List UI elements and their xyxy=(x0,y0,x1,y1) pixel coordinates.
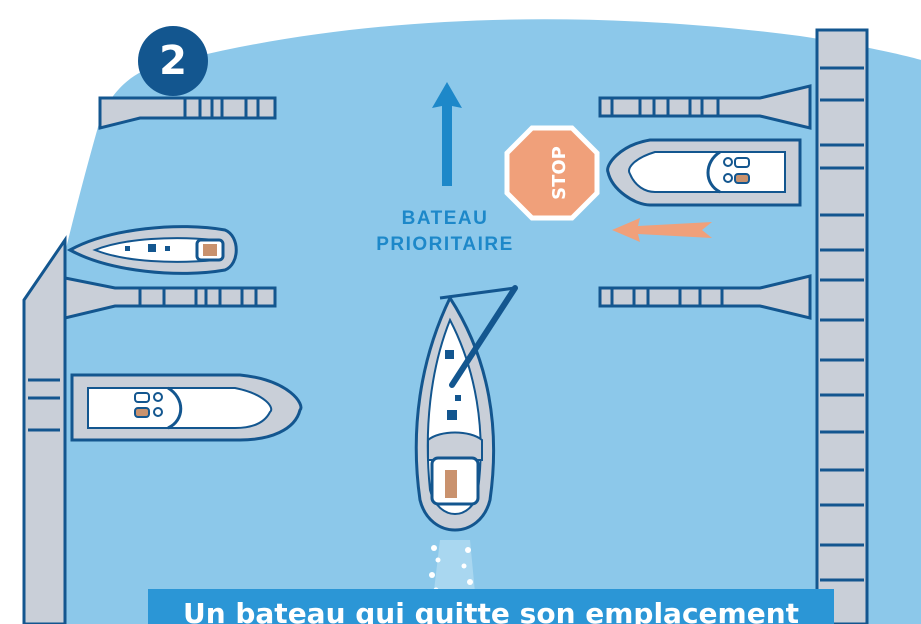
motorboat-moored-left xyxy=(72,375,301,440)
step-number-badge: 2 xyxy=(138,26,208,96)
left-quay xyxy=(24,240,65,624)
priority-label-line1: BATEAU xyxy=(340,206,550,232)
priority-label-line2: PRIORITAIRE xyxy=(340,232,550,258)
priority-boat-label: BATEAU PRIORITAIRE xyxy=(340,206,550,258)
stop-sign-text: STOP xyxy=(549,146,570,200)
right-quay xyxy=(817,30,867,624)
caption-text: Un bateau qui quitte son emplacement xyxy=(148,597,834,624)
caption-bar: Un bateau qui quitte son emplacement xyxy=(148,589,834,624)
motorboat-moored-right xyxy=(608,140,800,205)
stop-sign-icon: STOP xyxy=(507,128,597,218)
